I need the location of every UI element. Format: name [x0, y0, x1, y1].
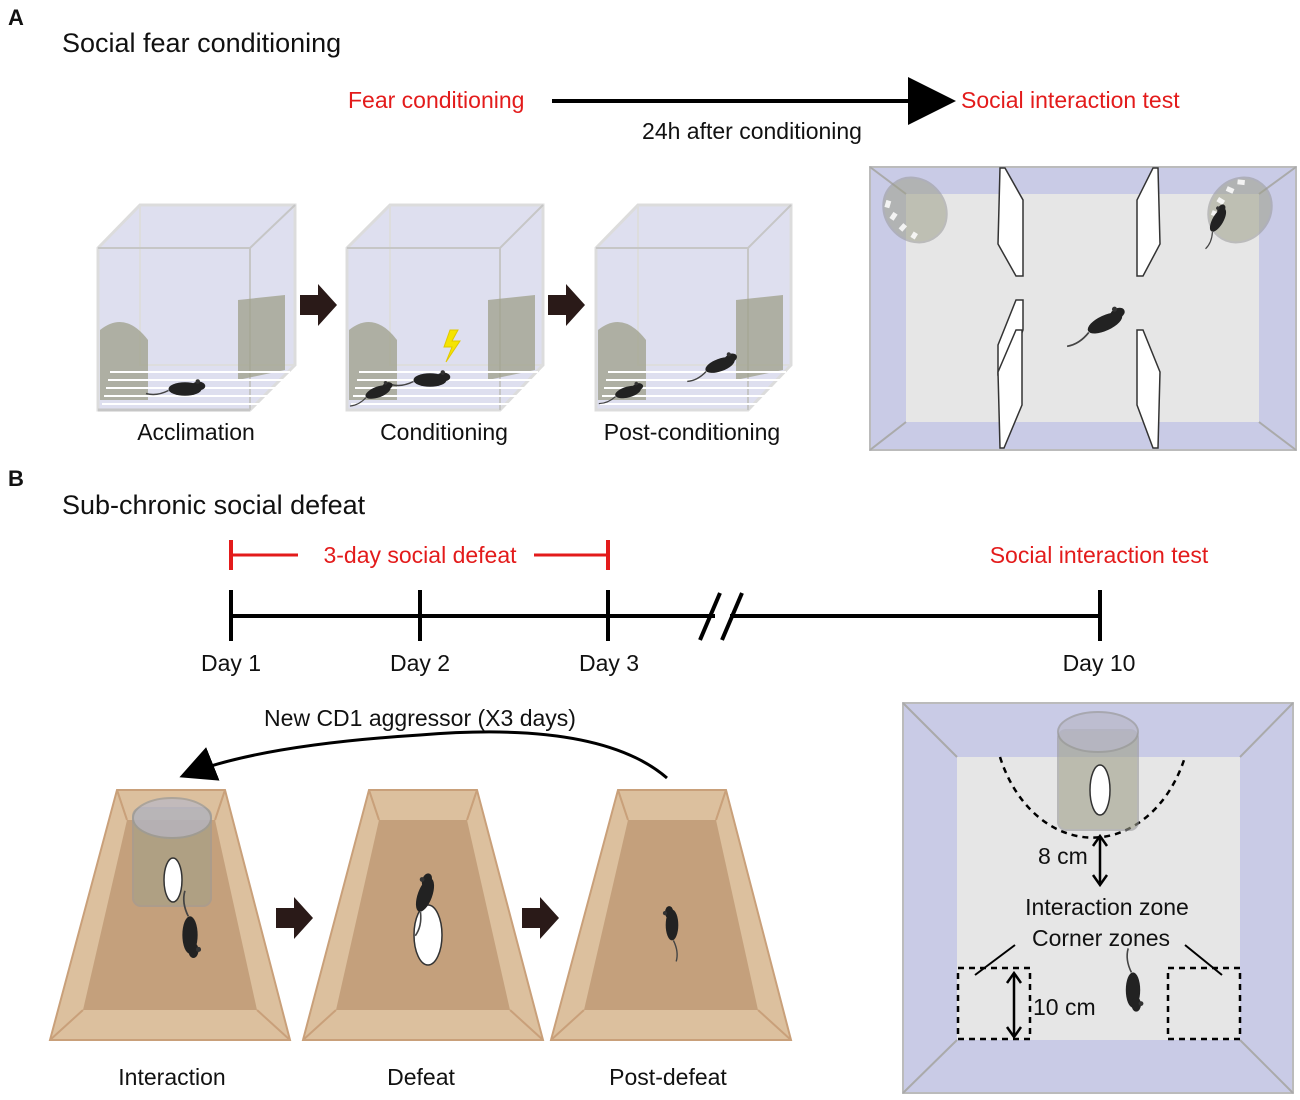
day-label: Day 2: [389, 650, 451, 676]
step-label-post-defeat: Post-defeat: [609, 1064, 727, 1090]
day-label: Day 10: [1062, 650, 1136, 676]
cycle-label: New CD1 aggressor (X3 days): [264, 705, 576, 731]
cage-defeat: [301, 789, 545, 1041]
partition-icon: [997, 167, 1161, 449]
step-label-acclimation: Acclimation: [137, 419, 255, 445]
step-label-interaction: Interaction: [118, 1064, 226, 1090]
defeat-range-label: 3-day social defeat: [323, 542, 517, 568]
arena-social-interaction: [902, 702, 1294, 1094]
arrow-icon: [300, 284, 337, 326]
lightning-icon: [443, 329, 461, 363]
interaction-zone-label: Interaction zone: [1025, 894, 1189, 920]
day-label: Day 1: [200, 650, 262, 676]
box-conditioning: [345, 203, 545, 412]
timeline-end-label: Social interaction test: [961, 87, 1180, 113]
step-label-defeat: Defeat: [387, 1064, 455, 1090]
timeline-b: [229, 540, 1102, 641]
panel-b-title: Sub-chronic social defeat: [62, 490, 366, 520]
cage-interaction: [48, 789, 292, 1041]
timeline-note: 24h after conditioning: [642, 118, 862, 144]
distance-label: 8 cm: [1038, 843, 1088, 869]
box-acclimation: [96, 203, 297, 412]
arrow-icon: [548, 284, 585, 326]
panel-letter-b: B: [8, 466, 24, 491]
arrow-icon: [522, 897, 559, 939]
test-label: Social interaction test: [989, 542, 1209, 568]
cycle-arrow: [179, 730, 668, 781]
day-label: Day 3: [578, 650, 640, 676]
step-label-conditioning: Conditioning: [380, 419, 508, 445]
step-label-post-conditioning: Post-conditioning: [603, 419, 781, 445]
arrow-icon: [276, 897, 313, 939]
timeline-start-label: Fear conditioning: [348, 87, 525, 113]
panel-a-title: Social fear conditioning: [62, 28, 342, 58]
cage-post-defeat: [549, 789, 793, 1041]
corner-size-label: 10 cm: [1033, 994, 1096, 1020]
box-post-conditioning: [594, 203, 793, 412]
arena-three-chamber: [870, 165, 1297, 451]
panel-letter-a: A: [8, 5, 24, 30]
corner-zones-label: Corner zones: [1031, 925, 1171, 951]
